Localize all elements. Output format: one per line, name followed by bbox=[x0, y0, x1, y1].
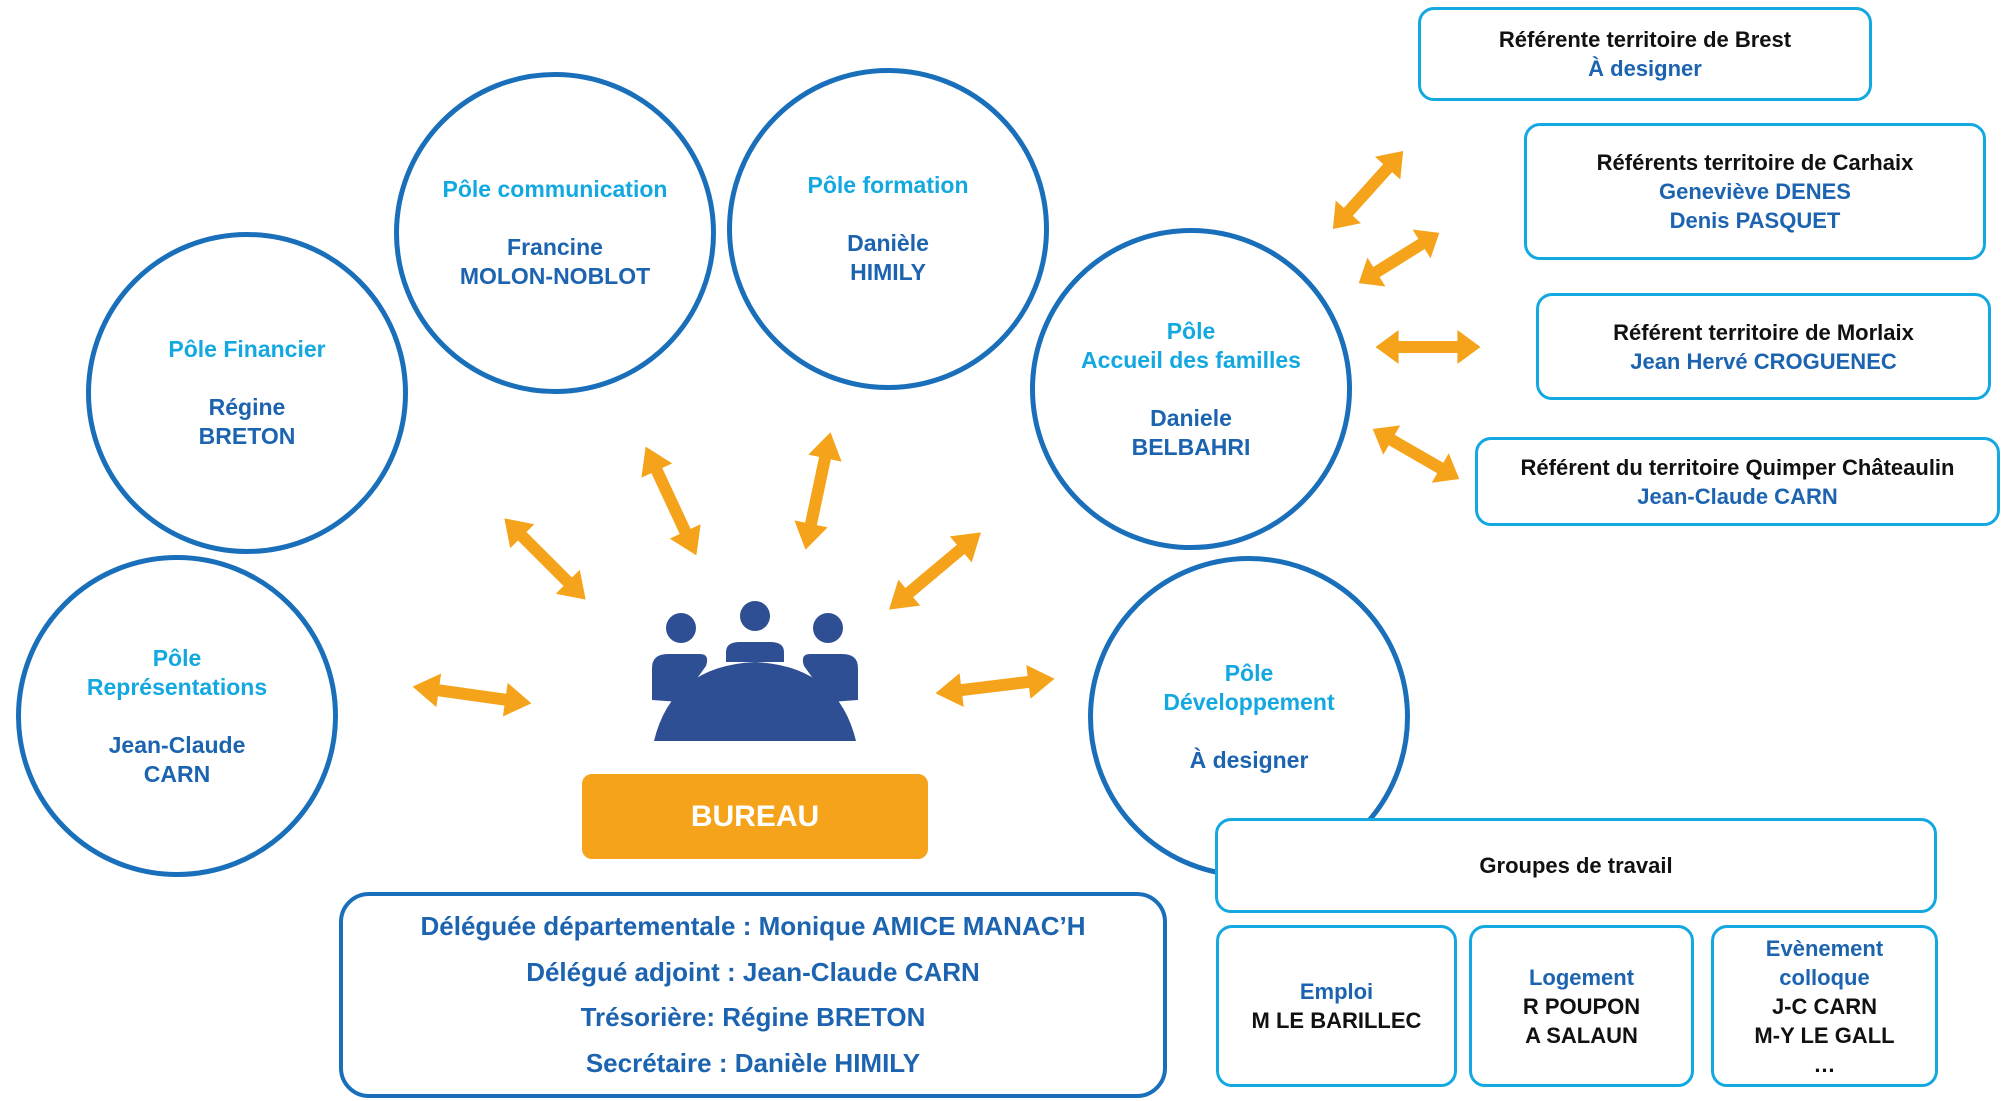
pole-representations-title: Pôle Représentations bbox=[86, 644, 268, 700]
bureau-members-box: Déléguée départementale : Monique AMICE … bbox=[339, 892, 1167, 1098]
working-group-evenement-title: Evènement colloque bbox=[1765, 935, 1884, 990]
bureau-member-treasurer: Trésorière: Régine BRETON bbox=[580, 1002, 926, 1033]
referent-morlaix-name: Jean Hervé CROGUENEC bbox=[1630, 348, 1897, 374]
referent-morlaix-box[interactable]: Référent territoire de Morlaix Jean Herv… bbox=[1536, 293, 1991, 400]
pole-accueil-person: Daniele BELBAHRI bbox=[1131, 404, 1251, 460]
working-group-emploi-title: Emploi bbox=[1299, 979, 1374, 1004]
working-groups-title-box[interactable]: Groupes de travail bbox=[1215, 818, 1937, 913]
pole-formation-title: Pôle formation bbox=[807, 172, 969, 198]
people-around-table-icon bbox=[652, 601, 858, 741]
arrow-bureau-communication bbox=[630, 439, 712, 563]
arrow-bureau-formation bbox=[788, 428, 848, 554]
referent-brest-title: Référente territoire de Brest bbox=[1498, 27, 1792, 52]
working-group-logement-box[interactable]: Logement R POUPON A SALAUN bbox=[1469, 925, 1694, 1087]
pole-developpement-title: Pôle Développement bbox=[1163, 660, 1335, 715]
arrow-bureau-accueil bbox=[878, 519, 992, 623]
working-group-evenement-members: J-C CARN M-Y LE GALL … bbox=[1754, 993, 1895, 1077]
working-group-emploi-members: M LE BARILLEC bbox=[1251, 1008, 1422, 1033]
arrow-accueil-morlaix bbox=[1375, 330, 1481, 364]
bureau-member-secretary: Secrétaire : Danièle HIMILY bbox=[585, 1048, 921, 1079]
referent-carhaix-title: Référents territoire de Carhaix bbox=[1596, 150, 1914, 175]
pole-representations-person: Jean-Claude CARN bbox=[108, 731, 246, 787]
arrow-accueil-brest bbox=[1320, 139, 1416, 241]
working-group-emploi-box[interactable]: Emploi M LE BARILLEC bbox=[1216, 925, 1457, 1087]
working-group-logement-title: Logement bbox=[1528, 964, 1635, 990]
arrow-accueil-carhaix bbox=[1349, 218, 1449, 298]
pole-financier-circle[interactable]: Pôle Financier Régine BRETON bbox=[86, 232, 408, 554]
pole-developpement-person: À designer bbox=[1189, 747, 1309, 773]
pole-accueil-circle[interactable]: Pôle Accueil des familles Daniele BELBAH… bbox=[1030, 228, 1352, 550]
working-groups-title: Groupes de travail bbox=[1479, 853, 1673, 878]
pole-communication-person: Francine MOLON-NOBLOT bbox=[459, 234, 651, 289]
pole-financier-person: Régine BRETON bbox=[198, 394, 296, 449]
referent-morlaix-title: Référent territoire de Morlaix bbox=[1613, 319, 1914, 345]
referent-quimper-title: Référent du territoire Quimper Châteauli… bbox=[1520, 454, 1955, 480]
arrow-bureau-financier bbox=[492, 506, 598, 612]
pole-financier-title: Pôle Financier bbox=[168, 336, 326, 362]
arrow-bureau-representations bbox=[410, 669, 534, 721]
pole-communication-title: Pôle communication bbox=[442, 176, 668, 202]
pole-formation-person: Danièle HIMILY bbox=[847, 230, 929, 285]
pole-communication-circle[interactable]: Pôle communication Francine MOLON-NOBLOT bbox=[394, 72, 716, 394]
arrow-accueil-quimper bbox=[1364, 414, 1468, 494]
pole-accueil-title: Pôle Accueil des familles bbox=[1081, 317, 1301, 373]
referent-brest-name: À designer bbox=[1588, 56, 1702, 81]
referent-brest-box[interactable]: Référente territoire de Brest À designer bbox=[1418, 7, 1872, 101]
bureau-button[interactable]: BUREAU bbox=[582, 774, 928, 859]
working-group-evenement-box[interactable]: Evènement colloque J-C CARN M-Y LE GALL … bbox=[1711, 925, 1938, 1087]
referent-quimper-name: Jean-Claude CARN bbox=[1637, 483, 1838, 509]
bureau-member-delegate: Déléguée départementale : Monique AMICE … bbox=[420, 910, 1086, 941]
working-group-logement-members: R POUPON A SALAUN bbox=[1522, 993, 1641, 1048]
bureau-member-deputy: Délégué adjoint : Jean-Claude CARN bbox=[526, 956, 980, 987]
pole-formation-circle[interactable]: Pôle formation Danièle HIMILY bbox=[727, 68, 1049, 390]
arrow-bureau-developpement bbox=[933, 661, 1057, 711]
referent-quimper-box[interactable]: Référent du territoire Quimper Châteauli… bbox=[1475, 437, 2000, 526]
pole-representations-circle[interactable]: Pôle Représentations Jean-Claude CARN bbox=[16, 555, 338, 877]
referent-carhaix-name: Geneviève DENES Denis PASQUET bbox=[1659, 179, 1851, 233]
referent-carhaix-box[interactable]: Référents territoire de Carhaix Genevièv… bbox=[1524, 123, 1986, 260]
